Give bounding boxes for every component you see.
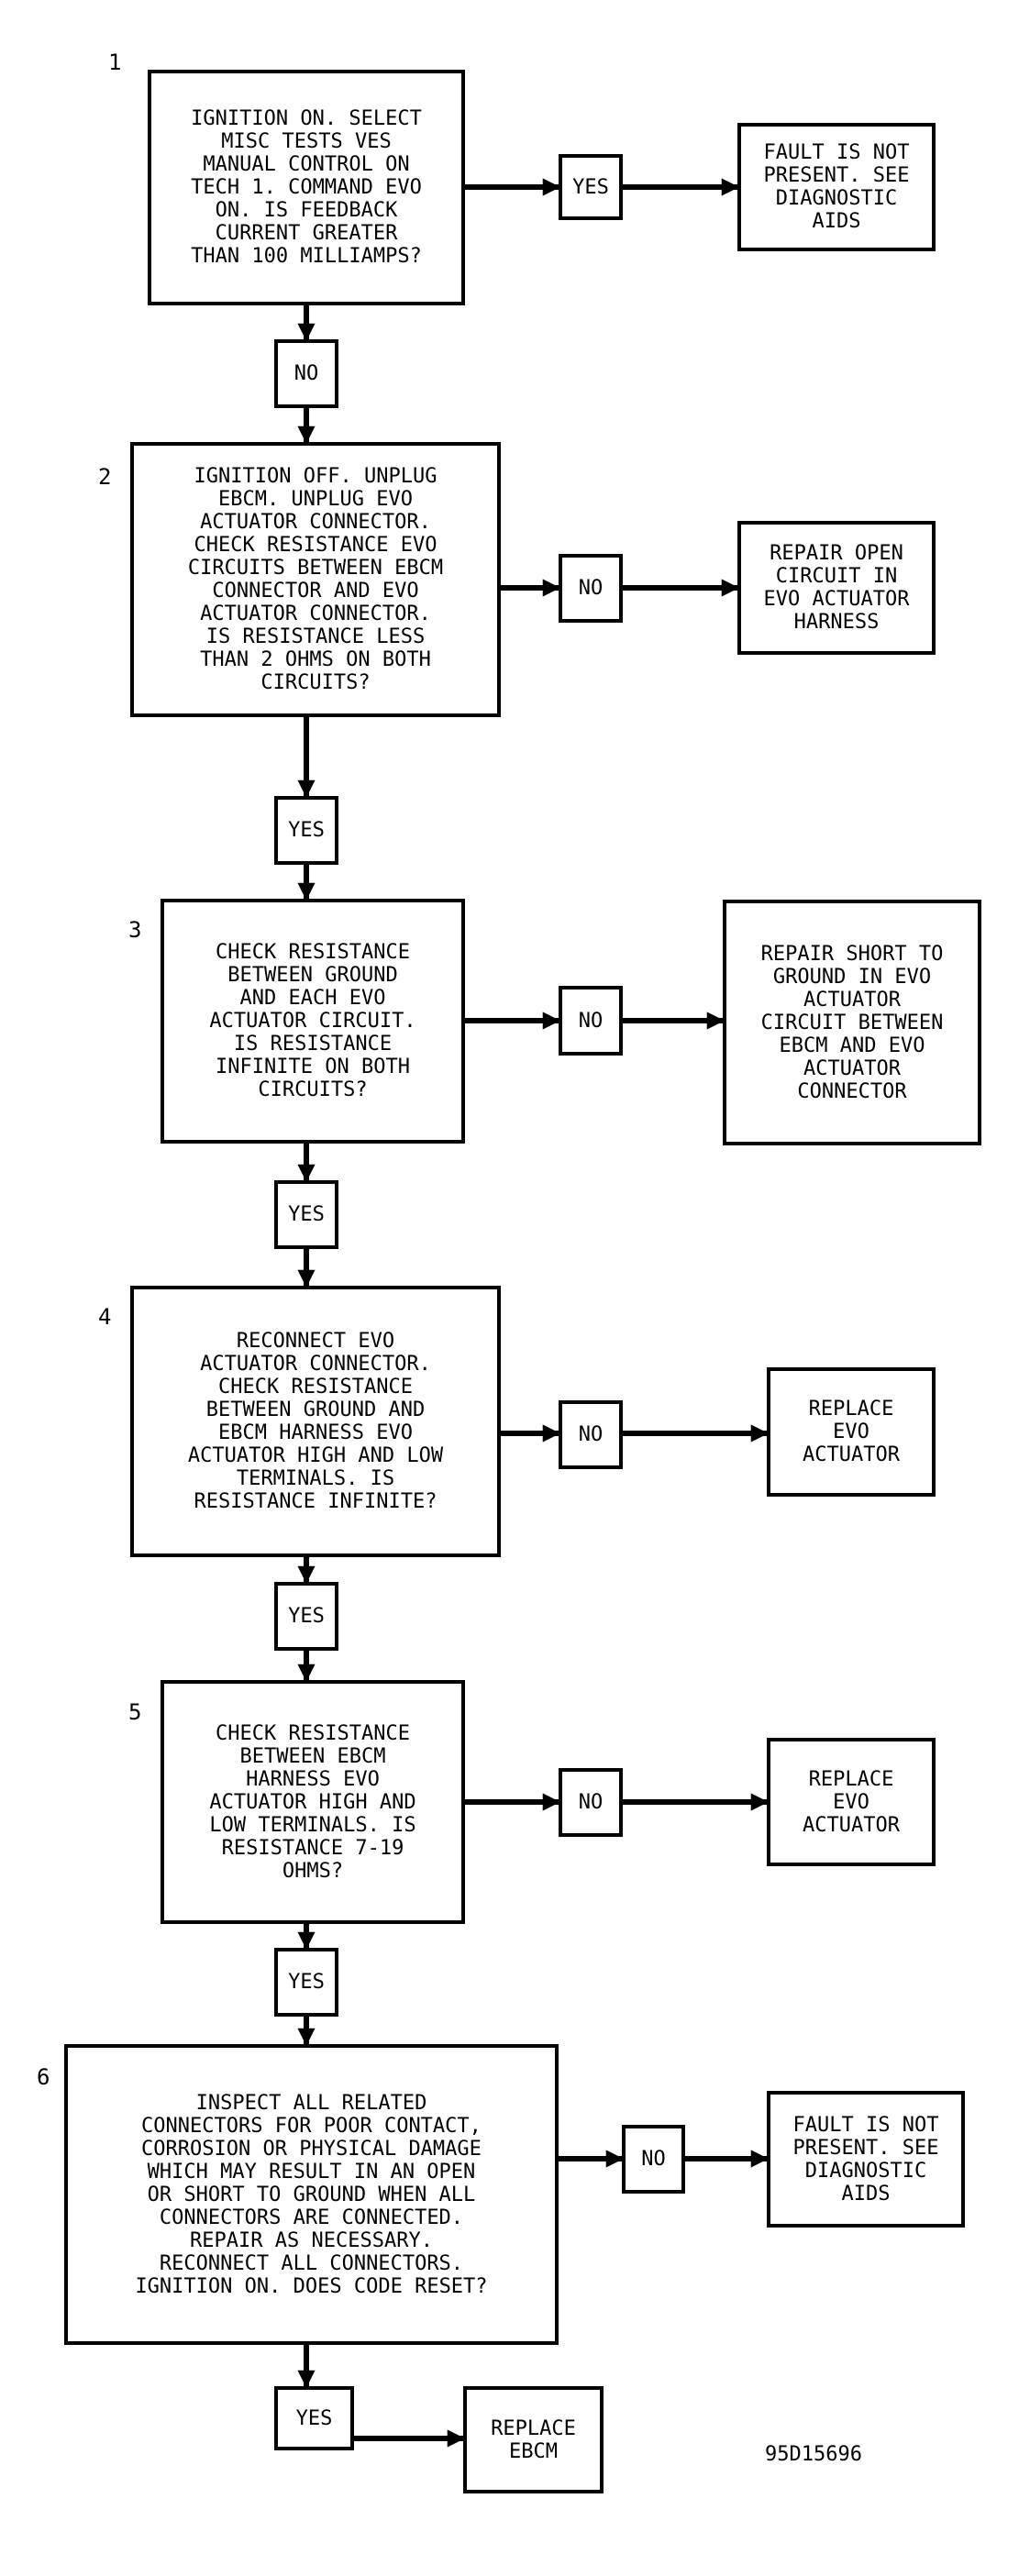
- step-3-result-text: REPAIR SHORT TO GROUND IN EVO ACTUATOR C…: [760, 942, 944, 1103]
- step-6-result-box: FAULT IS NOT PRESENT. SEE DIAGNOSTIC AID…: [767, 2091, 965, 2228]
- step-5-question-text: CHECK RESISTANCE BETWEEN EBCM HARNESS EV…: [209, 1721, 416, 1883]
- step-1-no-label: NO: [293, 362, 319, 385]
- step-4-question-box: RECONNECT EVO ACTUATOR CONNECTOR. CHECK …: [130, 1286, 501, 1557]
- step-3-yes-label: YES: [288, 1203, 325, 1226]
- final-result-text: REPLACE EBCM: [491, 2416, 576, 2463]
- step-2-result-text: REPAIR OPEN CIRCUIT IN EVO ACTUATOR HARN…: [763, 542, 910, 634]
- step-1-question-box: IGNITION ON. SELECT MISC TESTS VES MANUA…: [148, 70, 465, 305]
- final-result-box: REPLACE EBCM: [463, 2386, 604, 2493]
- step-number-1: 1: [108, 50, 122, 75]
- step-number-3: 3: [128, 917, 142, 943]
- step-6-yes-label: YES: [295, 2406, 333, 2430]
- step-6-question-text: INSPECT ALL RELATED CONNECTORS FOR POOR …: [135, 2091, 488, 2298]
- step-number-5: 5: [128, 1699, 142, 1725]
- step-2-question-text: IGNITION OFF. UNPLUG EBCM. UNPLUG EVO AC…: [187, 465, 444, 694]
- step-5-no-label: NO: [578, 1791, 604, 1814]
- step-2-yes-label: YES: [288, 819, 325, 842]
- step-4-question-text: RECONNECT EVO ACTUATOR CONNECTOR. CHECK …: [187, 1330, 444, 1513]
- step-5-no-box: NO: [559, 1768, 623, 1837]
- step-number-4: 4: [98, 1304, 112, 1330]
- step-4-yes-label: YES: [288, 1605, 325, 1628]
- step-4-no-label: NO: [578, 1423, 604, 1446]
- step-2-no-label: NO: [578, 577, 604, 600]
- step-3-no-label: NO: [578, 1009, 604, 1033]
- step-1-yes-box: YES: [559, 154, 623, 220]
- step-5-yes-box: YES: [274, 1948, 338, 2017]
- step-1-question-text: IGNITION ON. SELECT MISC TESTS VES MANUA…: [191, 107, 422, 268]
- step-4-yes-box: YES: [274, 1582, 338, 1651]
- step-6-result-text: FAULT IS NOT PRESENT. SEE DIAGNOSTIC AID…: [792, 2113, 939, 2206]
- figure-code: 95D15696: [765, 2443, 862, 2466]
- step-2-question-box: IGNITION OFF. UNPLUG EBCM. UNPLUG EVO AC…: [130, 442, 501, 717]
- step-6-no-label: NO: [641, 2148, 666, 2171]
- step-2-no-box: NO: [559, 554, 623, 623]
- step-1-yes-label: YES: [572, 175, 609, 199]
- step-2-yes-box: YES: [274, 796, 338, 865]
- step-5-yes-label: YES: [288, 1971, 325, 1994]
- step-3-question-text: CHECK RESISTANCE BETWEEN GROUND AND EACH…: [209, 941, 416, 1101]
- step-number-2: 2: [98, 464, 112, 490]
- step-4-result-box: REPLACE EVO ACTUATOR: [767, 1367, 936, 1497]
- step-5-question-box: CHECK RESISTANCE BETWEEN EBCM HARNESS EV…: [161, 1680, 465, 1924]
- step-5-result-box: REPLACE EVO ACTUATOR: [767, 1738, 936, 1866]
- step-4-no-box: NO: [559, 1400, 623, 1469]
- step-1-result-text: FAULT IS NOT PRESENT. SEE DIAGNOSTIC AID…: [763, 141, 910, 233]
- step-6-question-box: INSPECT ALL RELATED CONNECTORS FOR POOR …: [64, 2044, 559, 2345]
- step-6-yes-box: YES: [274, 2386, 354, 2450]
- step-1-no-box: NO: [274, 339, 338, 408]
- step-1-result-box: FAULT IS NOT PRESENT. SEE DIAGNOSTIC AID…: [737, 123, 936, 251]
- step-3-no-box: NO: [559, 986, 623, 1056]
- step-3-question-box: CHECK RESISTANCE BETWEEN GROUND AND EACH…: [161, 899, 465, 1144]
- step-3-yes-box: YES: [274, 1180, 338, 1249]
- step-6-no-box: NO: [622, 2125, 685, 2194]
- step-2-result-box: REPAIR OPEN CIRCUIT IN EVO ACTUATOR HARN…: [737, 521, 936, 655]
- step-4-result-text: REPLACE EVO ACTUATOR: [803, 1398, 900, 1466]
- step-number-6: 6: [37, 2064, 50, 2090]
- step-3-result-box: REPAIR SHORT TO GROUND IN EVO ACTUATOR C…: [723, 900, 981, 1145]
- step-5-result-text: REPLACE EVO ACTUATOR: [803, 1767, 900, 1837]
